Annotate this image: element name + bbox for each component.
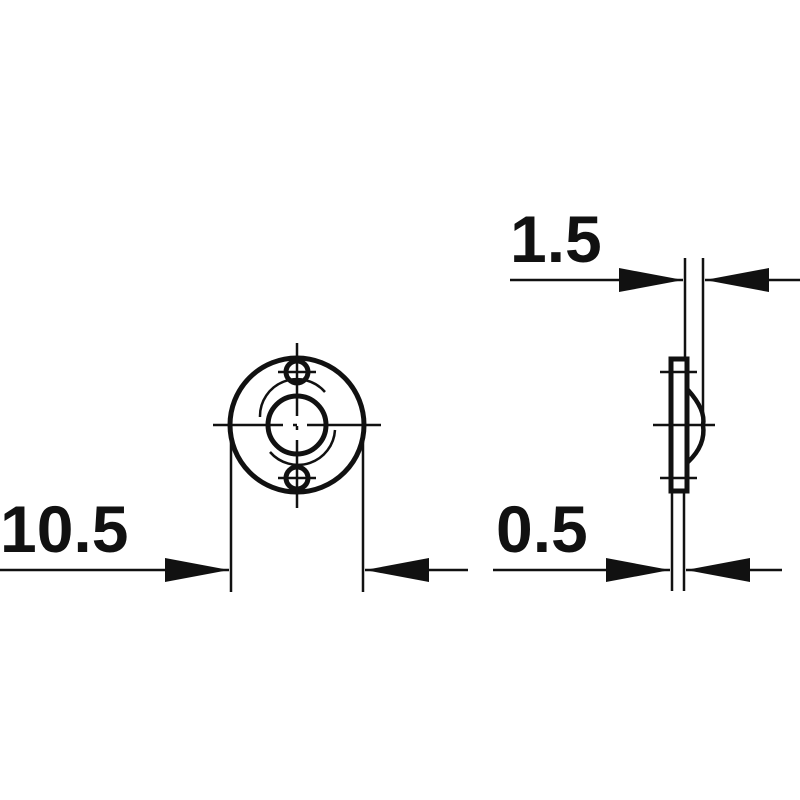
dimension-total-thickness-label: 1.5 bbox=[510, 202, 602, 276]
front-view bbox=[0, 343, 468, 592]
inner-arc-bottom bbox=[269, 429, 337, 467]
inner-arc-top bbox=[258, 377, 326, 418]
side-view bbox=[493, 258, 800, 591]
dimension-width-label: 10.5 bbox=[0, 492, 128, 566]
dimension-plate-thickness-label: 0.5 bbox=[496, 492, 588, 566]
